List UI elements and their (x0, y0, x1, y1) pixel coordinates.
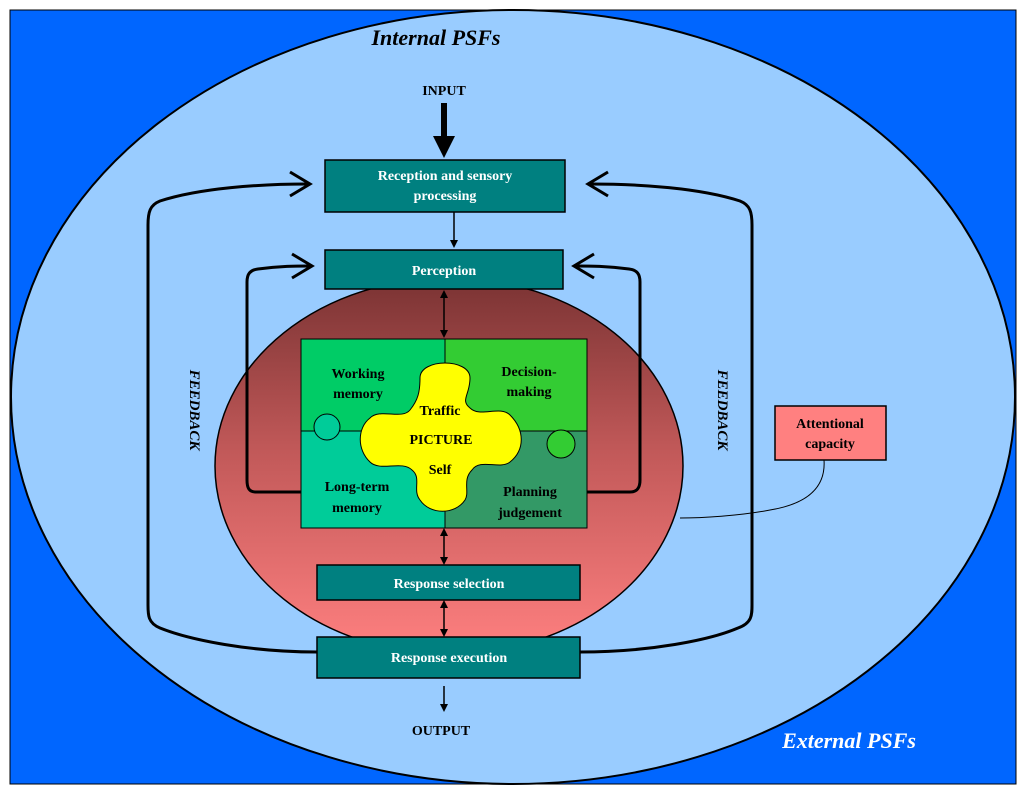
attentional-capacity-box (774, 405, 887, 461)
input-arrow-head (433, 136, 455, 158)
puzzle-block: Working memory Decision- making Long-ter… (300, 338, 588, 529)
response-execution-label: Response execution (391, 651, 507, 666)
response-execution-box (316, 636, 581, 679)
response-selection-label: Response selection (394, 577, 505, 592)
selection-execution-head-up (440, 600, 448, 608)
output-label: OUTPUT (412, 724, 471, 739)
input-label: INPUT (422, 84, 466, 99)
picture-traffic-label: Traffic (420, 404, 461, 419)
response-selection-box (316, 564, 581, 601)
attentional-capacity-line2: capacity (805, 437, 855, 452)
puzzle-selection-head-up (440, 528, 448, 536)
decision-making-line2: making (506, 385, 551, 400)
working-memory-line2: memory (333, 387, 383, 402)
inner-feedback-left-head (291, 252, 315, 280)
long-term-memory-line2: memory (332, 501, 382, 516)
planning-judgement-line1: Planning (503, 485, 557, 500)
long-term-memory-line1: Long-term (325, 480, 390, 495)
perception-label: Perception (412, 264, 476, 279)
puzzle-selection-head-down (440, 557, 448, 565)
reception-label-line1: Reception and sensory (378, 169, 513, 184)
outer-feedback-loop-right (579, 182, 754, 654)
outer-feedback-left-head (289, 170, 313, 198)
internal-psfs-label: Internal PSFs (371, 25, 501, 50)
output-arrow-head (440, 704, 448, 712)
feedback-label-left: FEEDBACK (186, 369, 202, 452)
selection-execution-head-down (440, 629, 448, 637)
perception-puzzle-head-up (440, 290, 448, 298)
perception-puzzle-head-down (440, 330, 448, 338)
picture-piece (359, 362, 522, 512)
decision-making-tab (546, 429, 576, 459)
reception-label-line2: processing (414, 189, 477, 204)
long-term-memory-tab (313, 413, 341, 441)
reception-box (324, 159, 566, 213)
planning-judgement-line2: judgement (497, 506, 562, 521)
feedback-label-right: FEEDBACK (714, 369, 730, 452)
outer-feedback-right-head (585, 170, 609, 198)
picture-title-label: PICTURE (409, 433, 472, 448)
attentional-capacity-line1: Attentional (796, 417, 864, 432)
working-memory-line1: Working (332, 367, 385, 382)
decision-making-line1: Decision- (501, 365, 557, 380)
inner-feedback-loop-left (245, 264, 311, 494)
outer-feedback-loop-left (146, 182, 318, 654)
reception-to-perception-head (450, 240, 458, 248)
perception-box (324, 249, 564, 290)
picture-self-label: Self (429, 463, 452, 478)
inner-feedback-loop-right (575, 264, 642, 494)
inner-feedback-right-head (571, 252, 595, 280)
attention-connector (679, 459, 825, 519)
external-psfs-label: External PSFs (781, 728, 916, 753)
